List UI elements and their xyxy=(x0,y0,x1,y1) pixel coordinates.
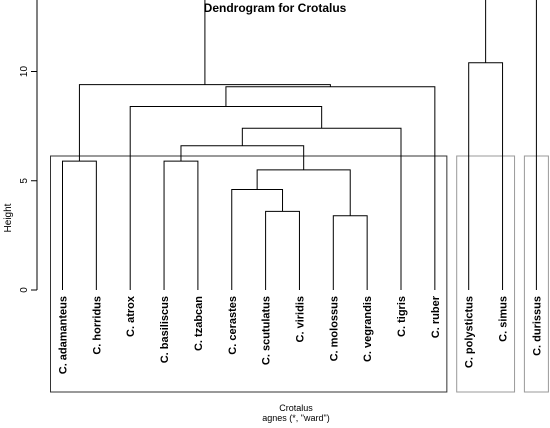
y-tick-label: 10 xyxy=(19,66,30,78)
leaf-label: C. viridis xyxy=(295,296,307,342)
leaf-label: C. adamanteus xyxy=(58,296,70,374)
dendrogram-branch xyxy=(256,169,351,216)
cluster-rectangles xyxy=(50,155,549,393)
chart-title: Dendrogram for Crotalus xyxy=(204,1,347,15)
y-axis: 05101520 xyxy=(19,0,38,293)
dendrogram-branch xyxy=(78,84,331,162)
leaf-label: C. simus xyxy=(498,296,510,342)
dendrogram-branch xyxy=(265,210,300,290)
cluster-box xyxy=(50,155,448,393)
leaf-label: C. ruber xyxy=(430,295,442,338)
dendrogram-branches xyxy=(62,0,537,290)
y-axis-label: Height xyxy=(3,203,14,232)
dendrogram-branch xyxy=(468,62,504,290)
cluster-box xyxy=(456,155,516,393)
dendrogram-branch xyxy=(535,0,537,290)
leaf-labels: C. adamanteus C. horridus C. atrox C. basil… xyxy=(58,295,544,374)
leaf-label: C. tigris xyxy=(396,296,408,337)
leaf-label: C. polystictus xyxy=(464,296,476,368)
dendrogram-branch xyxy=(180,145,305,170)
leaf-label: C. durissus xyxy=(531,296,543,356)
dendrogram-branch xyxy=(231,188,284,290)
x-axis-label: Crotalus xyxy=(279,403,313,413)
dendrogram-branch xyxy=(129,105,323,290)
leaf-label: C. basiliscus xyxy=(159,296,171,363)
dendrogram-branch xyxy=(62,160,97,290)
leaf-label: C. horridus xyxy=(91,296,103,355)
leaf-label: C. scutulatus xyxy=(261,296,273,365)
method-sublabel: agnes (*, "ward") xyxy=(262,413,329,423)
y-tick-label: 5 xyxy=(19,178,30,184)
y-tick-label: 0 xyxy=(19,287,30,293)
dendrogram-branch xyxy=(204,0,487,85)
leaf-label: C. molossus xyxy=(328,296,340,361)
dendrogram-branch xyxy=(332,215,368,290)
leaf-label: C. cerastes xyxy=(227,296,239,355)
leaf-label: C. vegrandis xyxy=(362,296,374,362)
leaf-label: C. atrox xyxy=(125,295,137,337)
dendrogram-branch xyxy=(163,160,199,290)
leaf-label: C. tzabcan xyxy=(193,296,205,351)
dendrogram-branch xyxy=(241,127,402,290)
